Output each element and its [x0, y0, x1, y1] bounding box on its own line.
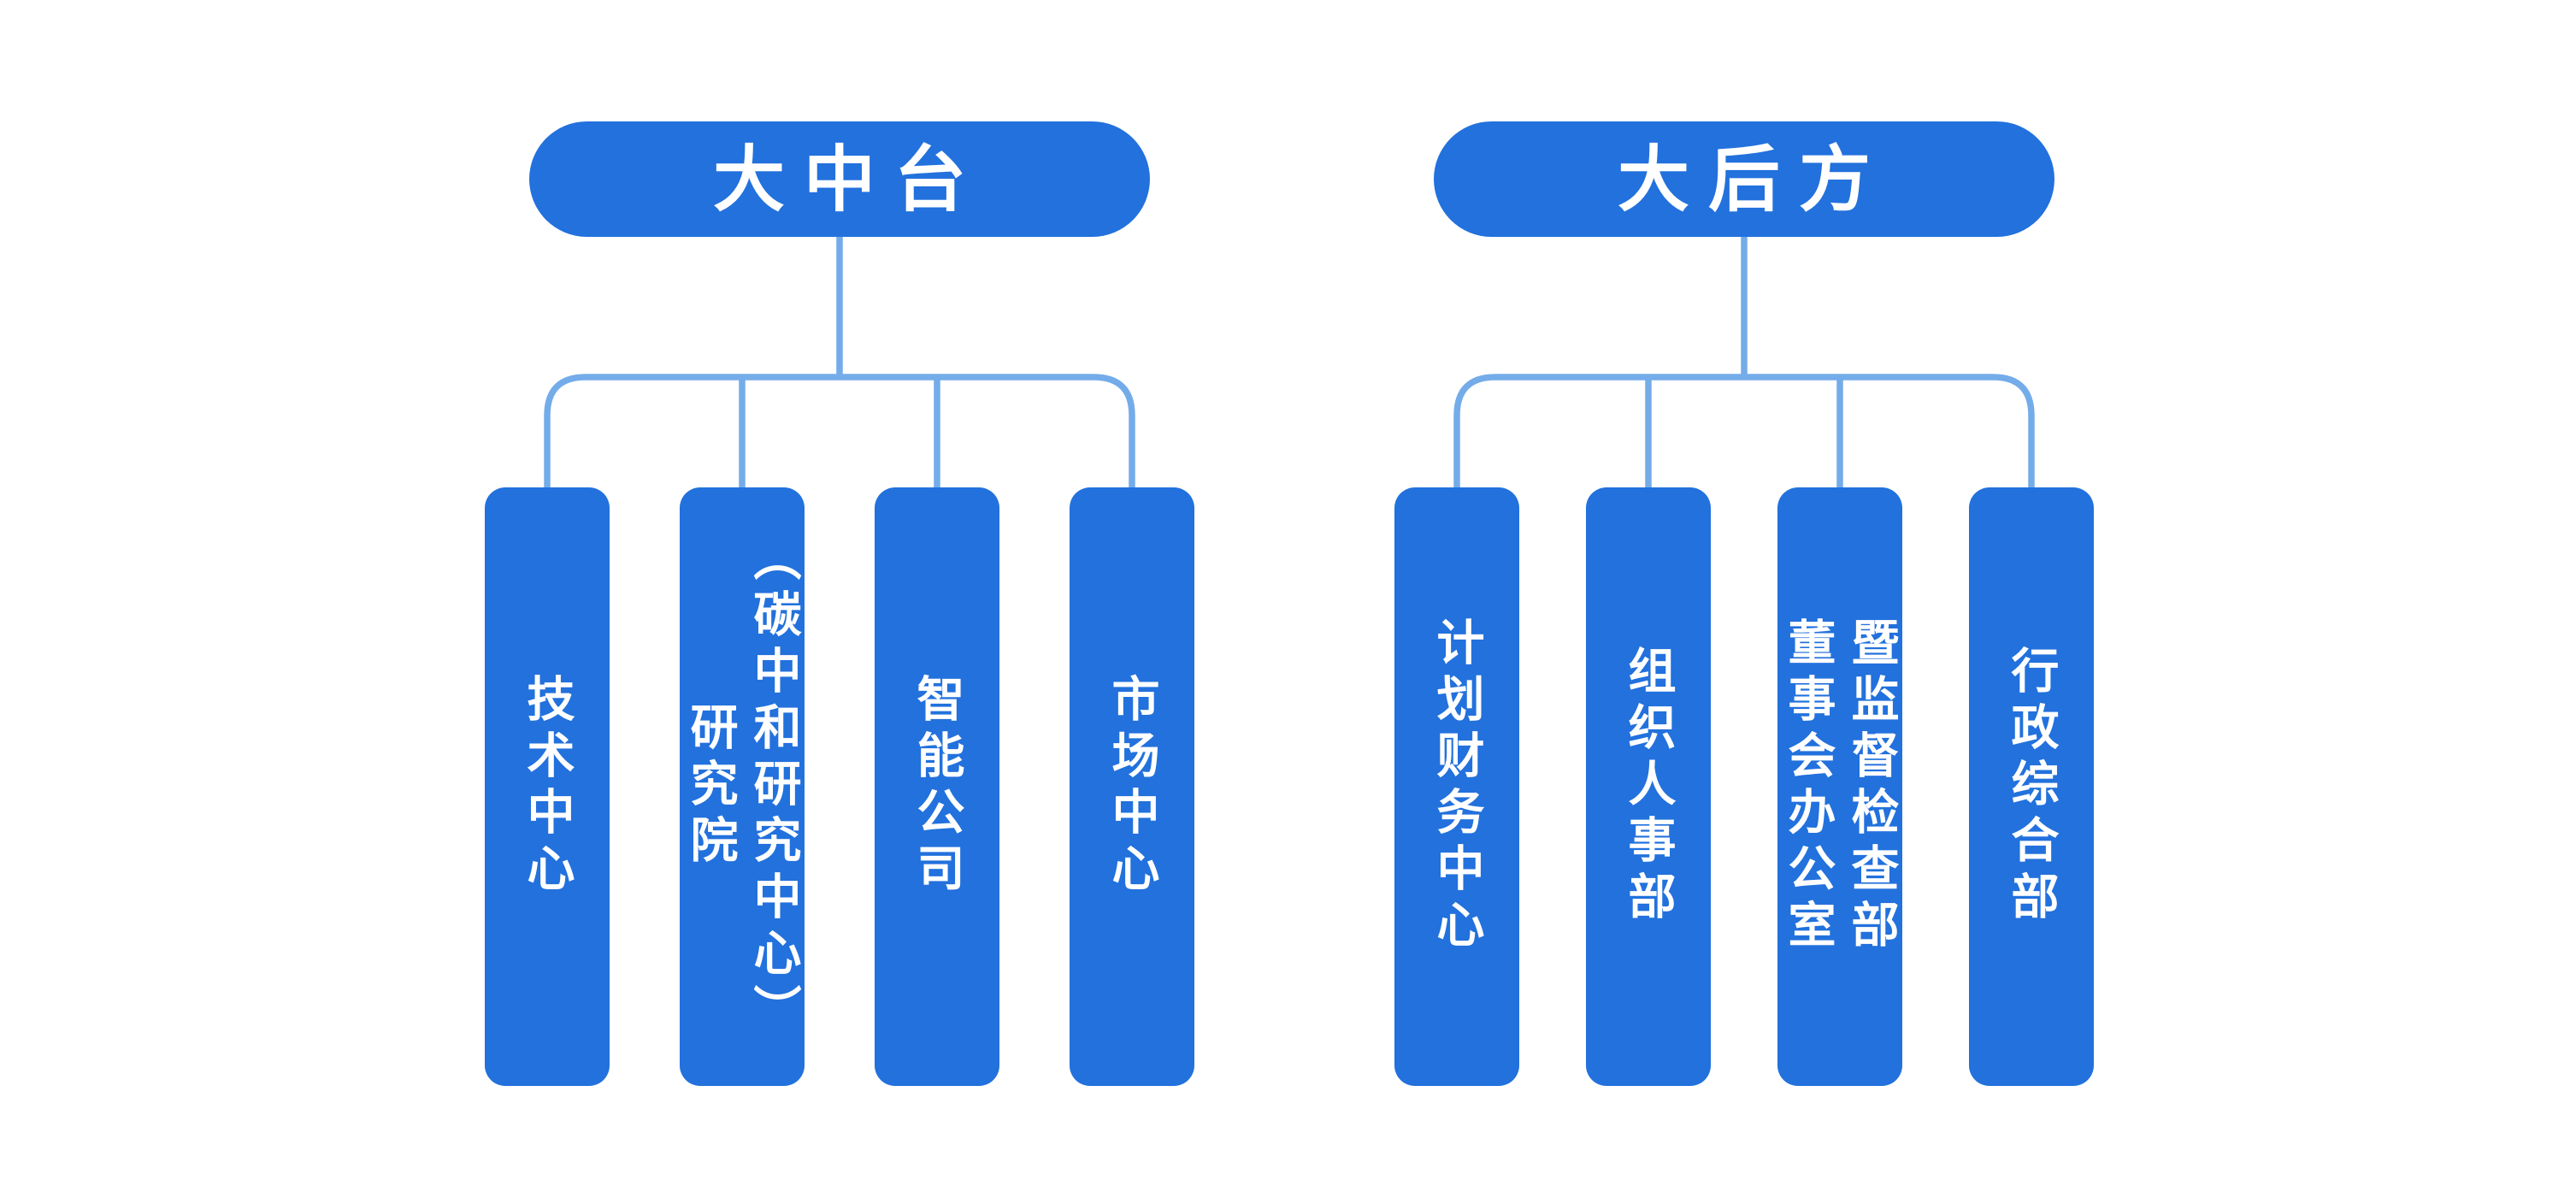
node-market-center[interactable]: 市场中心: [1070, 487, 1194, 1086]
node-label: 行政综合部: [2005, 646, 2059, 928]
node-admin-general-dept[interactable]: 行政综合部: [1969, 487, 2094, 1086]
node-label: 技术中心: [521, 674, 575, 900]
connector-rail-group2: [1453, 374, 2035, 491]
node-smart-company[interactable]: 智能公司: [875, 487, 999, 1086]
node-label: 计划财务中心: [1430, 617, 1484, 956]
node-label: 董事会办公室 暨监督检查部: [1782, 617, 1899, 956]
node-label: 组织人事部: [1622, 646, 1676, 928]
connector-rail-group1: [544, 374, 1135, 491]
node-label: 大中台: [712, 139, 985, 220]
node-planning-finance-center[interactable]: 计划财务中心: [1394, 487, 1519, 1086]
node-board-office-supervision-dept[interactable]: 董事会办公室 暨监督检查部: [1777, 487, 1902, 1086]
node-tech-center[interactable]: 技术中心: [485, 487, 610, 1086]
node-label: 研究院 （碳中和研究中心）: [684, 533, 801, 1041]
node-research-institute-carbon-neutral-center[interactable]: 研究院 （碳中和研究中心）: [680, 487, 805, 1086]
node-label: 市场中心: [1105, 674, 1159, 900]
node-big-rear[interactable]: 大后方: [1434, 121, 2054, 237]
node-label: 大后方: [1617, 139, 1889, 220]
node-org-hr-dept[interactable]: 组织人事部: [1586, 487, 1711, 1086]
node-label: 智能公司: [911, 674, 964, 900]
node-big-middle-platform[interactable]: 大中台: [529, 121, 1150, 237]
